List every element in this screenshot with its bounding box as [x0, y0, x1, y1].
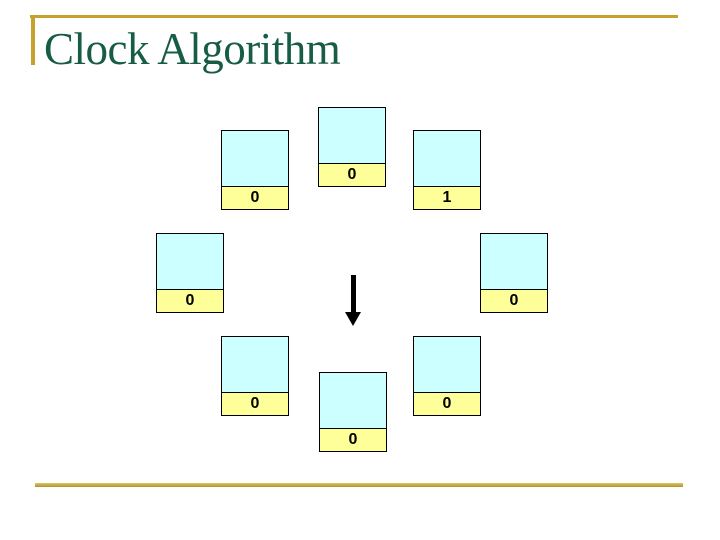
page-frame-top: 0 [318, 107, 386, 187]
page-frame-bottom-left: 0 [221, 336, 289, 416]
frame-body [414, 337, 480, 392]
clock-hand-arrowhead [345, 312, 361, 326]
page-frame-top-right: 1 [413, 130, 481, 210]
clock-hand-arrow-icon [345, 275, 361, 326]
frame-body [222, 337, 288, 392]
clock-hand-shaft [351, 275, 356, 313]
frame-body [157, 234, 223, 289]
frame-body [222, 131, 288, 186]
top-accent-line [30, 15, 678, 18]
bottom-accent-line [35, 483, 683, 487]
page-frame-right: 0 [480, 233, 548, 313]
reference-bit: 0 [320, 428, 386, 451]
reference-bit: 0 [414, 392, 480, 415]
reference-bit: 0 [222, 186, 288, 209]
page-frame-left: 0 [156, 233, 224, 313]
frame-body [320, 373, 386, 428]
reference-bit: 0 [481, 289, 547, 312]
reference-bit: 1 [414, 186, 480, 209]
page-frame-top-left: 0 [221, 130, 289, 210]
frame-body [319, 108, 385, 163]
page-frame-bottom: 0 [319, 372, 387, 452]
slide-title: Clock Algorithm [44, 24, 341, 74]
frame-body [481, 234, 547, 289]
frame-body [414, 131, 480, 186]
reference-bit: 0 [222, 392, 288, 415]
reference-bit: 0 [319, 163, 385, 186]
reference-bit: 0 [157, 289, 223, 312]
page-frame-bottom-right: 0 [413, 336, 481, 416]
left-accent-line [31, 15, 35, 65]
